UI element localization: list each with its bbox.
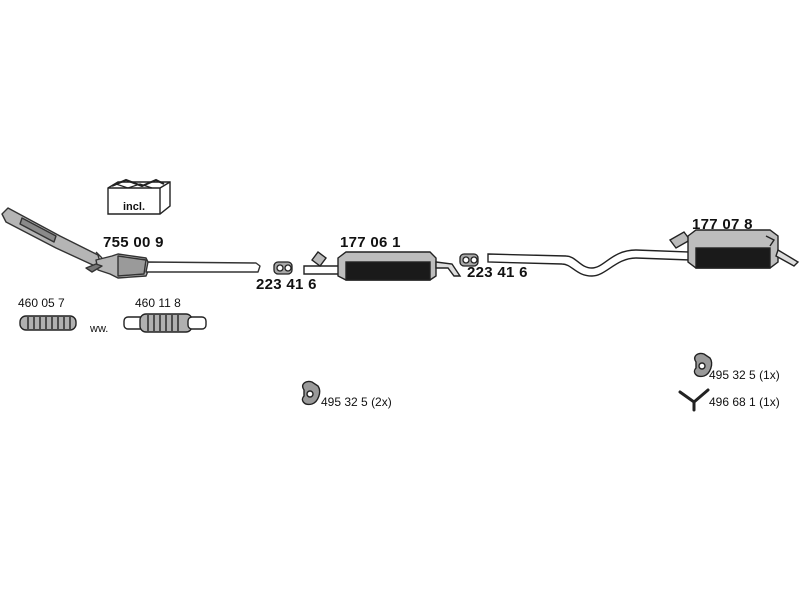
front-clamp-code: 223 41 6: [256, 276, 317, 293]
alternative-note: ww.: [90, 323, 109, 335]
catalytic-converter-assembly: [1, 207, 261, 279]
rear-clamp-code: 223 41 6: [467, 264, 528, 281]
kit-label: incl.: [123, 201, 146, 213]
mount-quantity: (1x): [759, 368, 780, 382]
mount-code: 495 32 5 (2x): [321, 396, 392, 408]
y-bracket-icon: [678, 388, 710, 412]
middle-silencer-assembly: [303, 251, 462, 281]
middle-silencer-code: 177 06 1: [340, 234, 401, 251]
rear-clamp: [459, 253, 479, 267]
mount-quantity: (2x): [371, 395, 392, 409]
rear-silencer-code: 177 07 8: [692, 216, 753, 233]
flex-pipe-b: [123, 313, 207, 333]
flex-pipe-a-code: 460 05 7: [18, 296, 65, 310]
mount-code: 495 32 5 (1x): [709, 369, 780, 381]
flex-pipe-b-code: 460 11 8: [135, 296, 181, 310]
front-clamp: [273, 261, 293, 275]
mount-part-number: 495 32 5: [709, 368, 756, 382]
mount-quantity: (1x): [759, 395, 780, 409]
rear-silencer-assembly: [487, 229, 800, 277]
mount-part-number: 495 32 5: [321, 395, 368, 409]
mounting-kit-box: [107, 178, 171, 215]
rubber-mount-icon: [301, 380, 321, 406]
mount-code: 496 68 1 (1x): [709, 396, 780, 408]
flex-pipe-a: [19, 315, 77, 331]
catalytic-converter-code: 755 00 9: [103, 234, 164, 251]
mount-part-number: 496 68 1: [709, 395, 756, 409]
rubber-mount-icon: [693, 352, 713, 378]
